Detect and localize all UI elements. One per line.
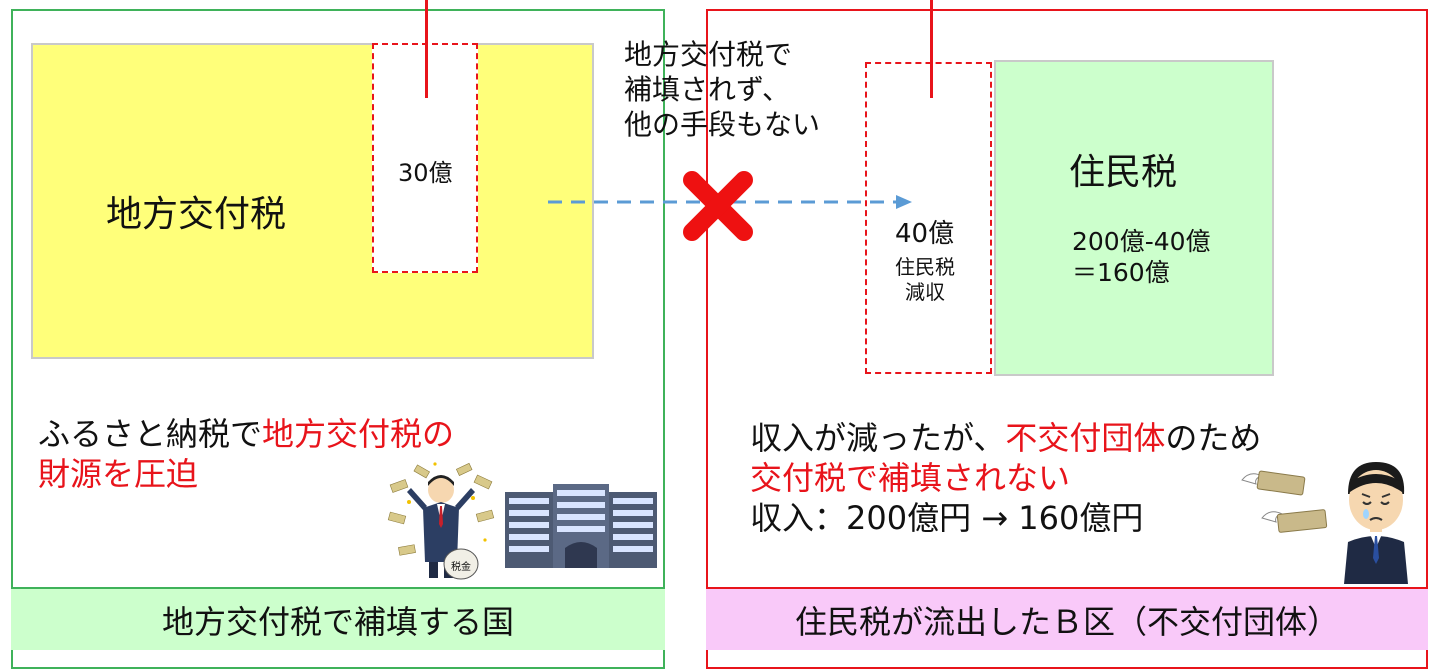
- cross-mark-icon: [683, 171, 753, 241]
- right-panel-title: 住民税が流出したＢ区（不交付団体）: [706, 587, 1428, 650]
- reduction-30-connector: [425, 43, 428, 98]
- right-caption-part2: のため: [1165, 419, 1262, 457]
- left-caption-red1: 地方交付税の: [262, 415, 455, 453]
- resident-tax-formula-line2: ＝160億: [1072, 258, 1170, 288]
- reduction-40-connector: [930, 62, 933, 98]
- resident-tax-formula-line1: 200億-40億: [1072, 227, 1211, 256]
- middle-note-line3: 他の手段もない: [624, 108, 821, 141]
- right-caption-part1: 収入が減ったが、: [750, 419, 1006, 457]
- reduction-30-label: 30億: [398, 159, 453, 187]
- resident-tax-title: 住民税: [1069, 152, 1178, 193]
- middle-note: 地方交付税で 補填されず、 他の手段もない: [624, 37, 820, 142]
- left-caption-red2: 財源を圧迫: [38, 455, 199, 493]
- middle-note-line2: 補填されず、: [624, 73, 791, 106]
- middle-note-line1: 地方交付税で: [624, 38, 793, 71]
- government-building-illustration: [505, 484, 657, 568]
- reduction-40-sublabel-line1: 住民税: [895, 255, 955, 279]
- right-caption: 収入が減ったが、不交付団体のため 交付税で補填されない 収入：200億円 → 1…: [750, 418, 1261, 538]
- top-connector-line-right: [930, 0, 933, 98]
- right-caption-income: 収入：200億円 → 160億円: [750, 499, 1144, 537]
- resident-tax-reduction-box: [865, 62, 992, 374]
- happy-businessman-illustration: 税金: [387, 462, 495, 580]
- reduction-40-sublabel-line2: 減収: [905, 280, 945, 304]
- local-allocation-tax-label: 地方交付税: [106, 194, 287, 235]
- reduction-40-sublabel: 住民税 減収: [893, 255, 957, 305]
- resident-tax-formula: 200億-40億 ＝160億: [1072, 226, 1211, 289]
- left-panel-title: 地方交付税で補填する国: [11, 587, 665, 650]
- left-caption: ふるさと納税で地方交付税の 財源を圧迫: [38, 414, 454, 494]
- sad-person-illustration: [1344, 462, 1408, 584]
- reduction-40-label: 40億: [895, 219, 955, 249]
- flying-money-illustration: [1241, 470, 1328, 533]
- resident-tax-box: [994, 60, 1274, 376]
- left-caption-part1: ふるさと納税で: [38, 415, 263, 453]
- local-allocation-tax-box: [31, 43, 594, 359]
- right-caption-red2: 交付税で補填されない: [750, 459, 1071, 497]
- tax-money-bag-label: 税金: [451, 560, 471, 573]
- right-caption-red1: 不交付団体: [1005, 419, 1166, 457]
